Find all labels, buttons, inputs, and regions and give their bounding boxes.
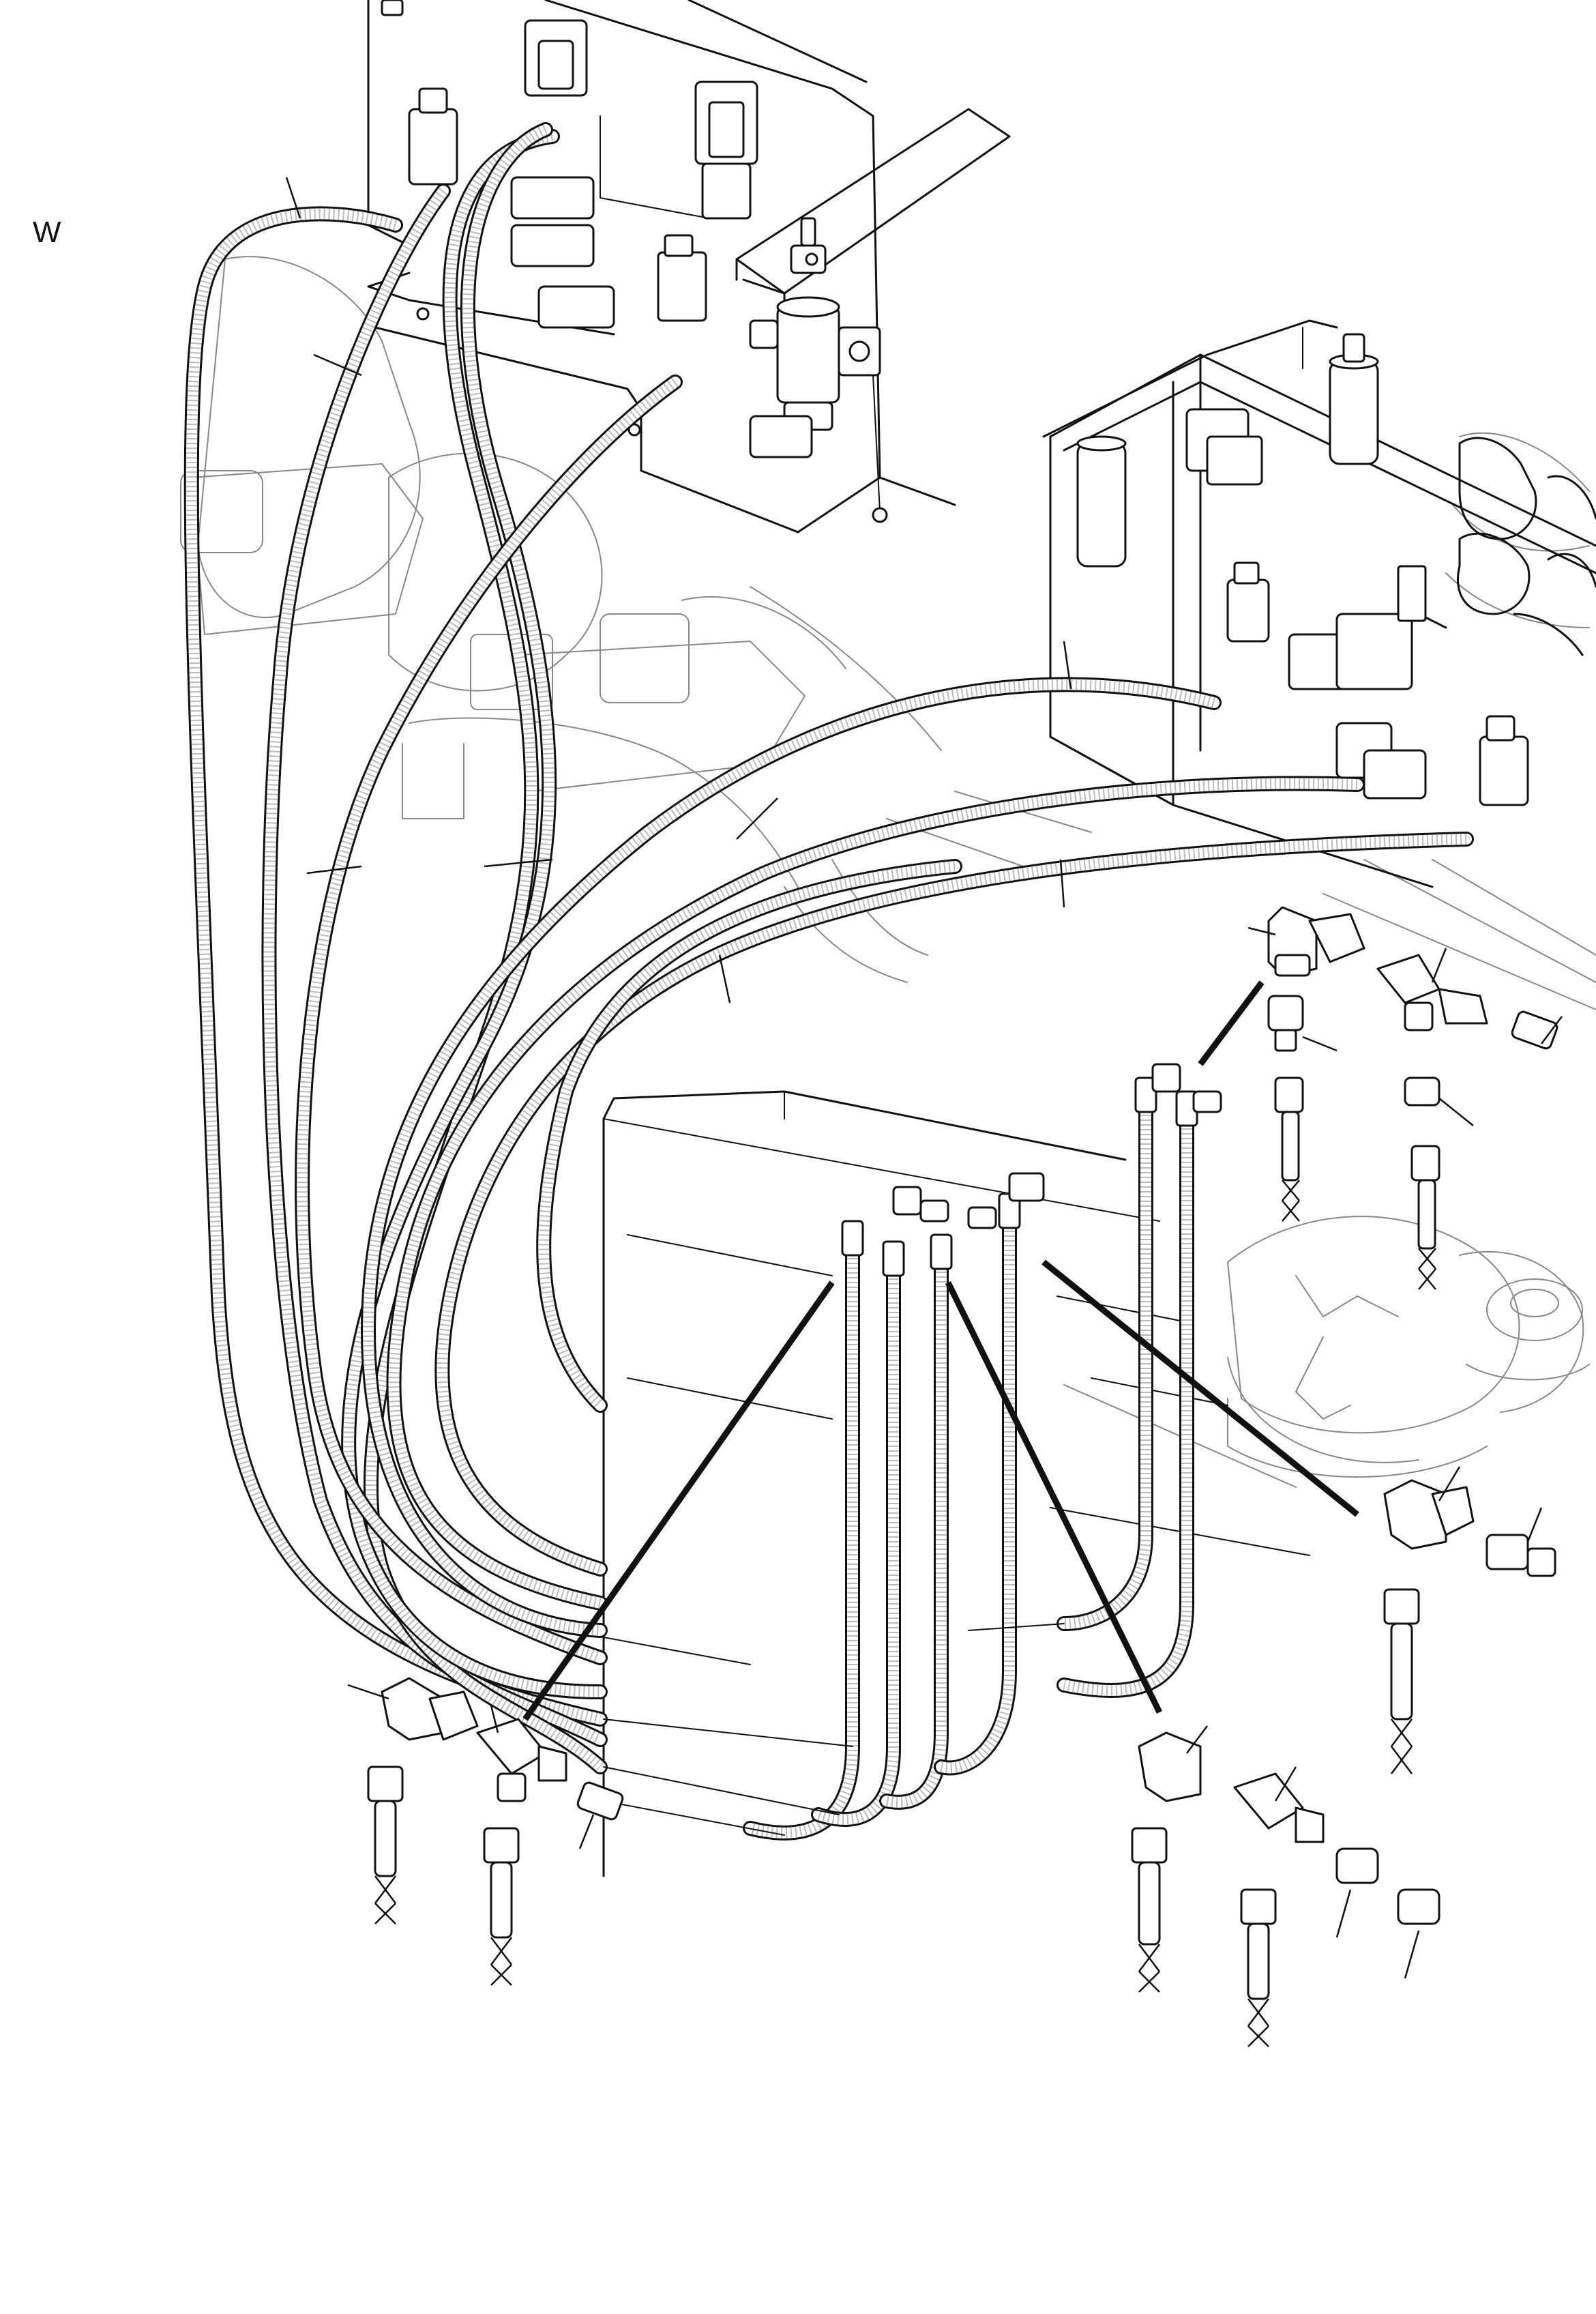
hose (361, 677, 1222, 1638)
hose (1056, 1098, 1153, 1631)
hose (295, 375, 683, 1665)
hose-bundle-base (603, 1623, 1065, 1836)
fitting-group-bottom-right (1131, 1731, 1440, 2047)
hose (536, 859, 962, 1413)
fitting-group-upper-right (1267, 906, 1558, 1290)
hose (811, 1261, 901, 1827)
fitting-group-bottom-left (367, 1677, 624, 1986)
view-label: W (33, 216, 61, 249)
hose (1056, 1111, 1194, 1698)
tank-block (602, 1090, 1310, 1877)
hose (934, 1214, 1017, 1776)
detail-pointers (522, 980, 1359, 1721)
hose (183, 206, 608, 1727)
fitting-group-right (1383, 1479, 1556, 1774)
hose (341, 122, 608, 1699)
hose-bundle (183, 122, 1474, 1841)
valve-panel-right (1042, 319, 1596, 888)
valve-block-fittings (841, 1063, 1222, 1277)
hose (879, 1255, 949, 1810)
callout-leaders (285, 177, 1563, 1979)
hose (386, 776, 1365, 1611)
hose (364, 129, 608, 1774)
